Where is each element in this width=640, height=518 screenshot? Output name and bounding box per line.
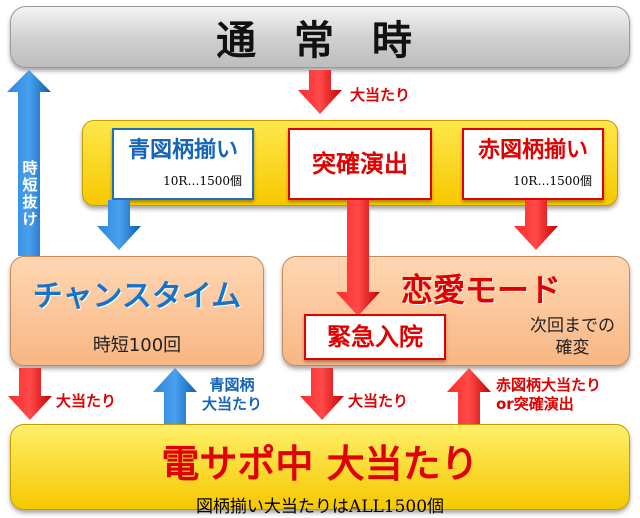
chance-time-box: チャンスタイム 時短100回 — [10, 256, 264, 366]
label-red-or-totsu: 赤図柄大当たり or突確演出 — [496, 376, 601, 414]
blue-pattern-box: 青図柄揃い 10R…1500個 — [112, 128, 254, 200]
love-mode-note: 次回までの 確変 — [530, 315, 615, 359]
chance-time-body: 時短100回 — [92, 335, 182, 356]
arrow-bottom-to-chance — [153, 368, 197, 424]
red-pattern-box: 赤図柄揃い 10R…1500個 — [462, 128, 604, 200]
densapo-jackpot-sub: 図柄揃い大当たりはALL1500個 — [195, 497, 445, 517]
normal-state-bar: 通 常 時 — [10, 6, 630, 68]
blue-pattern-sub: 10R…1500個 — [163, 174, 242, 188]
label-blue-pattern-jackpot: 青図柄 大当たり — [202, 376, 262, 414]
label-blue-pattern-jackpot-line1: 青図柄 — [209, 376, 255, 394]
love-mode-title: 恋愛モード — [401, 271, 562, 309]
totsu-kaku-box: 突確演出 — [288, 128, 432, 200]
label-red-or-totsu-line2: or突確演出 — [496, 395, 574, 413]
label-jitan-release-line2: 抜け — [22, 193, 38, 228]
chance-time-title: チャンスタイム — [32, 279, 242, 314]
arrow-bottom-to-love — [447, 368, 491, 424]
normal-state-label: 通 常 時 — [216, 18, 424, 64]
red-pattern-sub: 10R…1500個 — [513, 174, 592, 188]
emergency-title: 緊急入院 — [327, 323, 423, 351]
emergency-box: 緊急入院 — [304, 314, 446, 360]
blue-pattern-title: 青図柄揃い — [127, 138, 238, 163]
arrow-normal-to-band — [298, 70, 342, 114]
arrow-chance-to-bottom — [8, 368, 52, 420]
label-blue-pattern-jackpot-line2: 大当たり — [202, 395, 263, 413]
label-red-or-totsu-line1: 赤図柄大当たり — [496, 376, 602, 394]
red-pattern-title: 赤図柄揃い — [477, 138, 588, 163]
densapo-jackpot-band: 電サポ中 大当たり 図柄揃い大当たりはALL1500個 — [10, 424, 630, 517]
label-jitan-release: 時短 抜け — [19, 160, 41, 228]
label-jackpot-mid: 大当たり — [348, 392, 409, 410]
label-jitan-release-line1: 時短 — [22, 159, 38, 194]
arrow-red-to-love — [514, 200, 558, 250]
love-mode-note-line1: 次回までの — [530, 316, 615, 336]
love-mode-note-line2: 確変 — [555, 338, 590, 358]
label-jackpot-top: 大当たり — [350, 86, 411, 104]
totsu-kaku-title: 突確演出 — [312, 150, 408, 178]
densapo-jackpot-title: 電サポ中 大当たり — [161, 442, 479, 486]
arrow-love-to-bottom — [300, 368, 344, 420]
arrow-blue-to-chance — [97, 200, 141, 250]
label-jackpot-left: 大当たり — [56, 392, 117, 410]
